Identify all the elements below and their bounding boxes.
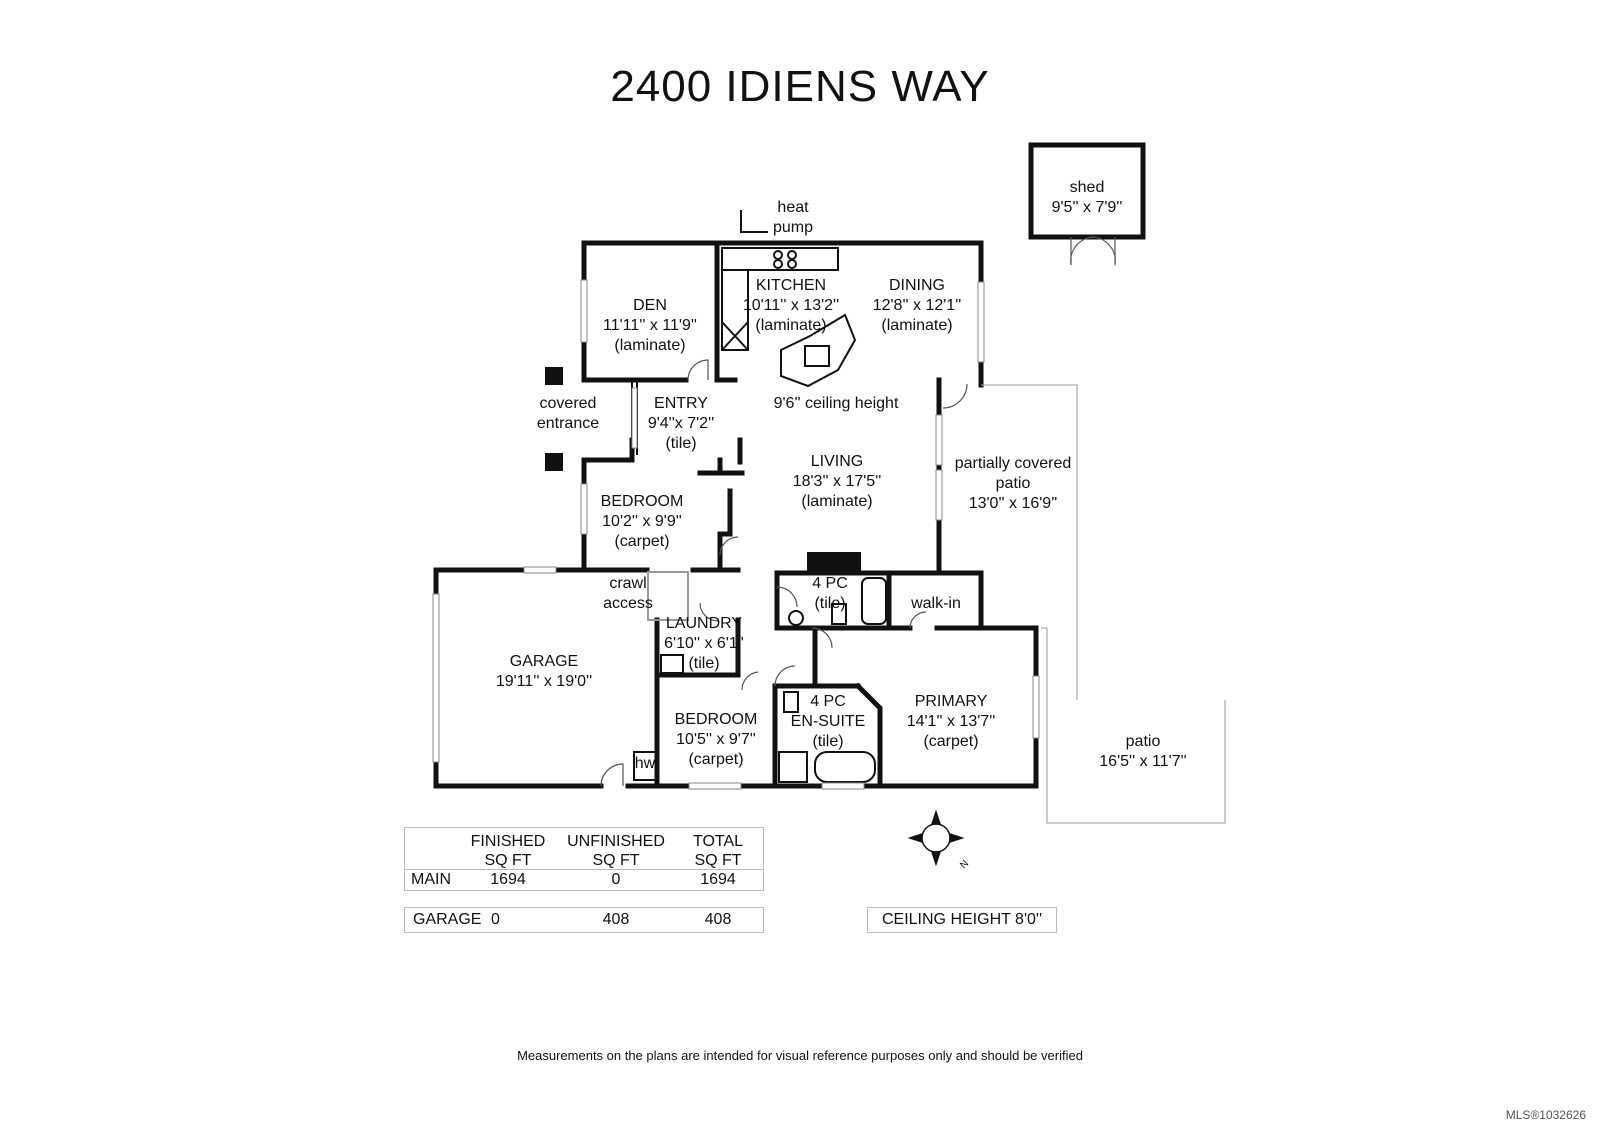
post-1 xyxy=(545,367,563,385)
bath-1-label: 4 PC(tile) xyxy=(812,575,848,612)
main-row-label: MAIN xyxy=(411,871,451,888)
disclaimer: Measurements on the plans are intended f… xyxy=(517,1048,1083,1063)
garage-sqft-row: GARAGE 0 408 408 xyxy=(404,907,764,933)
mls-number: MLS®1032626 xyxy=(1505,1108,1586,1122)
page-title: 2400 IDIENS WAY xyxy=(610,62,990,111)
doors xyxy=(600,236,1116,787)
shed-wall xyxy=(1028,142,1146,240)
heat-pump-outline xyxy=(740,210,768,233)
post-2 xyxy=(545,453,563,471)
kitchen-island xyxy=(780,313,857,388)
kitchen-counter-side xyxy=(721,269,749,351)
ceiling-height-text: CEILING HEIGHT 8'0'' xyxy=(881,911,1043,928)
windows xyxy=(432,279,1040,790)
hw-label: hw xyxy=(634,755,656,772)
garage-total: 408 xyxy=(704,911,732,928)
ceiling-height-box: CEILING HEIGHT 8'0'' xyxy=(867,907,1057,933)
kitchen-counter-top xyxy=(721,247,839,271)
walk-in-label: walk-in xyxy=(911,595,961,612)
garage-row-label: GARAGE xyxy=(413,911,482,928)
fireplace xyxy=(807,552,861,574)
garage-finished: 0 xyxy=(491,911,500,928)
main-unfinished: 0 xyxy=(611,871,621,888)
main-finished: 1694 xyxy=(490,871,526,888)
garage-unfinished: 408 xyxy=(602,911,630,928)
ceiling-height-note: 9'6'' ceiling height xyxy=(773,395,899,412)
main-total: 1694 xyxy=(700,871,736,888)
compass xyxy=(907,809,965,867)
sink xyxy=(804,345,830,367)
